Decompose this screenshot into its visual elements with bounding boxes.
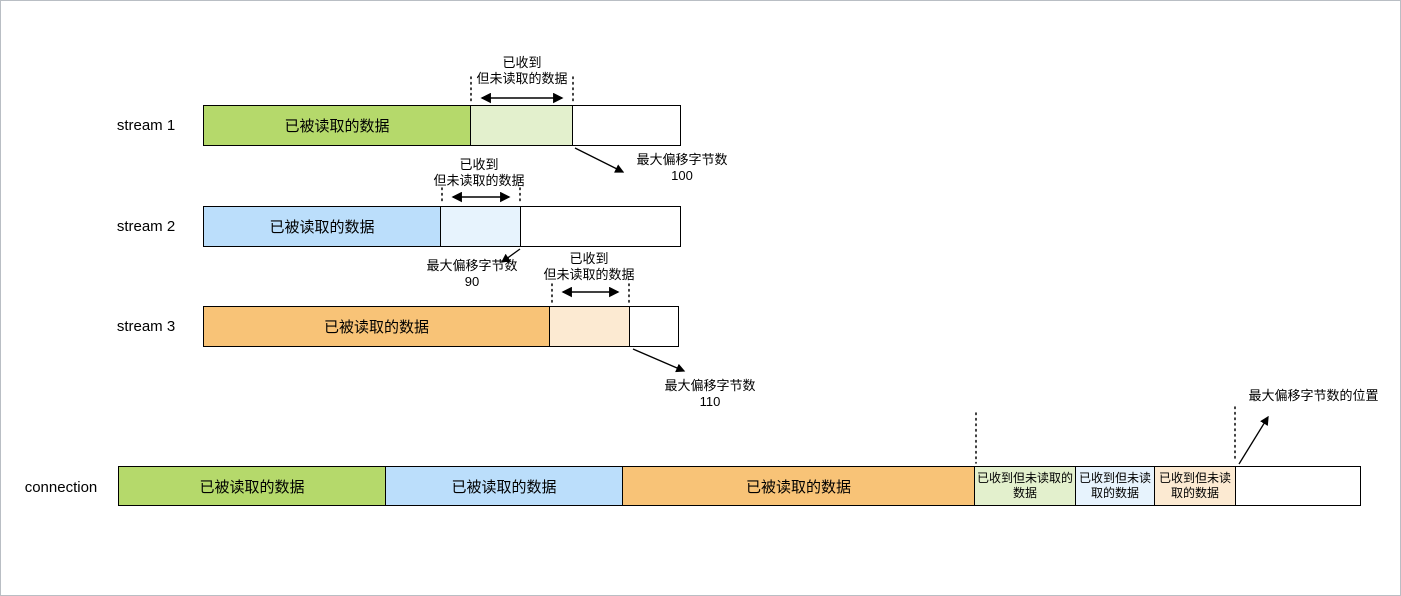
connection-label: connection (24, 479, 98, 496)
connection-read-segment-stream1: 已被读取的数据 (118, 466, 386, 506)
stream-3-label: stream 3 (116, 318, 176, 335)
stream-1-unfilled-segment (572, 105, 681, 146)
connection-received-unread-segment-stream2: 已收到但未读 取的数据 (1075, 466, 1155, 506)
stream-2-received-unread-caption: 已收到 但未读取的数据 (409, 157, 549, 189)
stream-1-read-segment: 已被读取的数据 (203, 105, 471, 146)
stream-3-received-unread-caption-line1: 已收到 (569, 251, 609, 266)
stream-2-label: stream 2 (116, 218, 176, 235)
stream-2-max-offset-label: 最大偏移字节数 (426, 258, 518, 273)
stream-1-label: stream 1 (116, 117, 176, 134)
connection-read-segment-stream3: 已被读取的数据 (622, 466, 975, 506)
stream-3-max-offset-label: 最大偏移字节数 (664, 378, 756, 393)
stream-2-max-offset-value: 90 (464, 274, 480, 289)
stream-1-bar: 已被读取的数据 (203, 105, 681, 146)
stream-2-bar: 已被读取的数据 (203, 206, 681, 247)
connection-received-unread-3-line1: 已收到但未读 (1158, 471, 1231, 485)
stream-3-bar: 已被读取的数据 (203, 306, 679, 347)
stream-2-max-offset-caption: 最大偏移字节数 90 (402, 258, 542, 290)
stream-1-received-unread-segment (470, 105, 573, 146)
connection-received-unread-2-line2: 取的数据 (1090, 486, 1139, 500)
connection-received-unread-3-line2: 取的数据 (1170, 486, 1219, 500)
stream-1-received-unread-caption-line1: 已收到 (502, 55, 542, 70)
stream-3-unfilled-segment (629, 306, 679, 347)
stream-2-received-unread-segment (440, 206, 521, 247)
stream-2-received-unread-caption-line2: 但未读取的数据 (433, 173, 525, 188)
stream-1-max-offset-caption: 最大偏移字节数 100 (612, 152, 752, 184)
connection-received-unread-2-line1: 已收到但未读 (1078, 471, 1151, 485)
connection-received-unread-segment-stream3: 已收到但未读 取的数据 (1154, 466, 1236, 506)
stream-3-max-offset-caption: 最大偏移字节数 110 (640, 378, 780, 410)
connection-received-unread-segment-stream1: 已收到但未读取的 数据 (974, 466, 1076, 506)
connection-read-segment-stream2: 已被读取的数据 (385, 466, 623, 506)
stream-3-max-offset-arrow (632, 348, 686, 373)
connection-unfilled-segment (1235, 466, 1361, 506)
connection-received-unread-1-line2: 数据 (1012, 486, 1037, 500)
connection-bar: 已被读取的数据 已被读取的数据 已被读取的数据 已收到但未读取的 数据 已收到但… (118, 466, 1361, 506)
stream-3-received-unread-segment (549, 306, 630, 347)
stream-1-received-unread-caption: 已收到 但未读取的数据 (452, 55, 592, 87)
stream-2-read-segment: 已被读取的数据 (203, 206, 441, 247)
stream-3-received-unread-caption: 已收到 但未读取的数据 (519, 251, 659, 283)
stream-1-max-offset-label: 最大偏移字节数 (636, 152, 728, 167)
stream-3-max-offset-value: 110 (699, 394, 721, 409)
connection-max-offset-position-arrow (1238, 415, 1269, 465)
stream-3-read-segment: 已被读取的数据 (203, 306, 550, 347)
connection-received-unread-1-line1: 已收到但未读取的 (976, 471, 1073, 485)
stream-2-received-unread-caption-line1: 已收到 (459, 157, 499, 172)
stream-1-received-unread-caption-line2: 但未读取的数据 (476, 71, 568, 86)
stream-3-received-unread-caption-line2: 但未读取的数据 (543, 267, 635, 282)
stream-1-max-offset-value: 100 (671, 168, 693, 183)
stream-2-unfilled-segment (520, 206, 681, 247)
connection-max-offset-position-caption: 最大偏移字节数的位置 (1248, 388, 1379, 403)
